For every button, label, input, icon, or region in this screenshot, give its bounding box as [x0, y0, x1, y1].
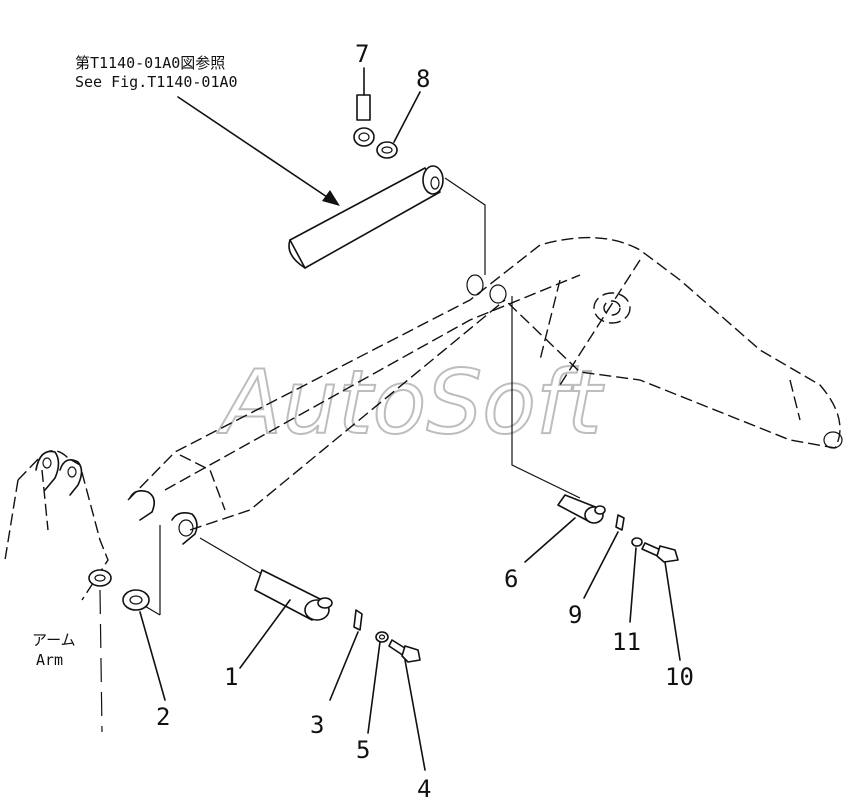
part-2-washer — [88, 569, 150, 611]
arm-label-en: Arm — [36, 651, 63, 669]
callout-4: 4 — [417, 775, 431, 800]
callout-6: 6 — [504, 565, 518, 593]
part-11-washer — [631, 537, 643, 547]
part-9-plate — [615, 514, 625, 531]
part-8-washer — [376, 141, 398, 159]
part-3-plate — [353, 609, 363, 631]
callout-7: 7 — [355, 40, 369, 68]
callout-leaders — [139, 67, 681, 771]
arm-label-ja: アーム — [32, 631, 76, 649]
watermark: AutoSoft — [217, 351, 605, 454]
callout-1: 1 — [224, 663, 238, 691]
boom-outline — [127, 236, 843, 545]
callout-2: 2 — [156, 703, 170, 731]
upper-cylinder — [288, 165, 444, 269]
part-6-pin — [557, 494, 606, 524]
callout-11: 11 — [612, 628, 641, 656]
reference-text-ja: 第T1140-01A0図参照 — [75, 54, 225, 72]
reference-text-en: See Fig.T1140-01A0 — [75, 73, 238, 91]
arm-outline — [4, 450, 109, 601]
part-1-pin — [254, 569, 333, 621]
callout-5: 5 — [356, 736, 370, 764]
callout-10: 10 — [665, 663, 694, 691]
callout-3: 3 — [310, 711, 324, 739]
callout-9: 9 — [568, 601, 582, 629]
callout-8: 8 — [416, 65, 430, 93]
part-10-bolt — [641, 542, 679, 563]
part-4-bolt — [388, 639, 421, 663]
part-7-plate — [353, 94, 375, 147]
part-5-washer — [375, 631, 389, 643]
reference-arrow — [177, 96, 340, 206]
